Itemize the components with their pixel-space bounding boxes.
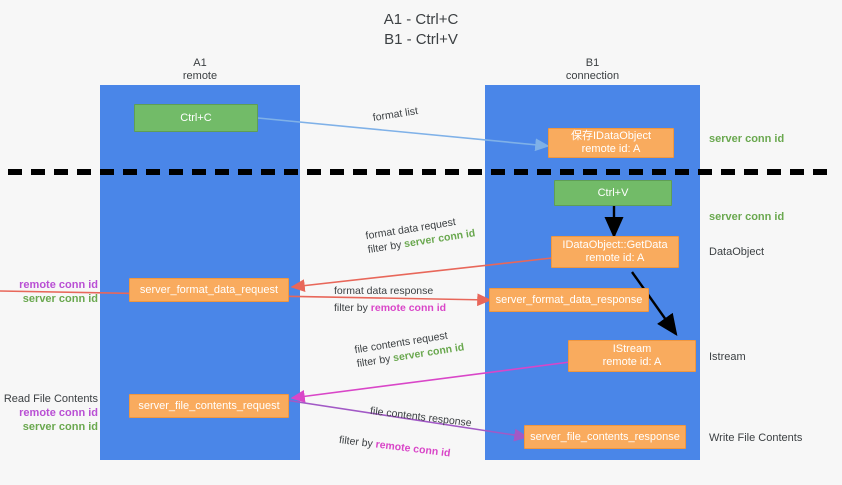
node-ctrl-c[interactable]: Ctrl+C [134, 104, 258, 132]
node-server-file-contents-request-label: server_file_contents_request [138, 399, 280, 412]
left-note-format-server: server conn id [22, 293, 98, 305]
left-note-read-file-contents: Read File Contents [3, 393, 98, 405]
node-saved-idataobject-line2: remote id: A [581, 143, 641, 155]
side-note-server-conn-top: server conn id [709, 133, 785, 145]
edge-label-format-data-response-text: format data response [334, 285, 434, 297]
node-server-format-data-response[interactable]: server_format_data_response [489, 288, 649, 312]
node-server-file-contents-request[interactable]: server_file_contents_request [129, 394, 289, 418]
edge-label-file-contents-request: file contents request filter by server c… [354, 326, 466, 371]
node-ctrl-c-label: Ctrl+C [180, 111, 212, 124]
left-note-format-conn-ids: remote conn id server conn id [0, 278, 98, 306]
left-note-format-remote: remote conn id [19, 279, 98, 291]
node-saved-idataobject-line1: 保存IDataObject [570, 130, 652, 142]
page-title: A1 - Ctrl+C B1 - Ctrl+V [383, 11, 459, 48]
node-server-file-contents-response[interactable]: server_file_contents_response [524, 425, 686, 449]
edge-label-format-list: format list [372, 104, 419, 125]
lane-header-a1-sub: remote [182, 70, 218, 82]
node-istream-line2: remote id: A [602, 356, 662, 368]
node-server-format-data-request-label: server_format_data_request [139, 283, 279, 296]
node-server-format-data-response-label: server_format_data_response [495, 293, 643, 306]
node-istream-line1: IStream [612, 343, 652, 355]
edge-filter-value: remote conn id [370, 302, 447, 314]
node-server-file-contents-response-label: server_file_contents_response [530, 430, 680, 443]
edge-label-format-data-request: format data request filter by server con… [365, 212, 477, 257]
edge-filter-prefix: filter by [334, 302, 371, 314]
edge-label-file-contents-response: file contents response [369, 404, 472, 430]
node-idataobject-getdata-line1: IDataObject::GetData [562, 239, 668, 251]
node-ctrl-v[interactable]: Ctrl+V [554, 180, 672, 206]
side-note-dataobject: DataObject [709, 246, 765, 258]
lane-header-a1-name: A1 [193, 57, 207, 69]
node-idataobject-getdata-line2: remote id: A [585, 252, 645, 264]
left-note-read-file-contents-block: Read File Contents remote conn id server… [0, 392, 98, 434]
side-note-server-conn-mid: server conn id [709, 211, 785, 223]
edge-label-format-list-text: format list [371, 105, 419, 125]
node-saved-idataobject[interactable]: 保存IDataObject remote id: A [548, 128, 674, 158]
edge-label-format-data-response: format data response filter by remote co… [334, 284, 446, 315]
edge-label-file-contents-response-filter: filter by remote conn id [338, 433, 451, 461]
lane-header-b1-sub: connection [565, 70, 620, 82]
node-istream[interactable]: IStream remote id: A [568, 340, 696, 372]
node-ctrl-v-label: Ctrl+V [597, 186, 629, 199]
edge-filter-prefix: filter by [338, 433, 377, 451]
edge-filter-value: remote conn id [374, 438, 452, 460]
side-note-istream: Istream [709, 351, 746, 363]
side-note-write-file-contents: Write File Contents [709, 432, 803, 444]
node-server-format-data-request[interactable]: server_format_data_request [129, 278, 289, 302]
lane-header-b1-name: B1 [585, 57, 600, 69]
node-idataobject-getdata[interactable]: IDataObject::GetData remote id: A [551, 236, 679, 268]
edge-label-file-contents-response-text: file contents response [369, 404, 473, 430]
left-note-file-server: server conn id [22, 421, 98, 433]
left-note-file-remote: remote conn id [19, 407, 98, 419]
edge-label-format-data-response-filter: filter by remote conn id [334, 301, 446, 315]
